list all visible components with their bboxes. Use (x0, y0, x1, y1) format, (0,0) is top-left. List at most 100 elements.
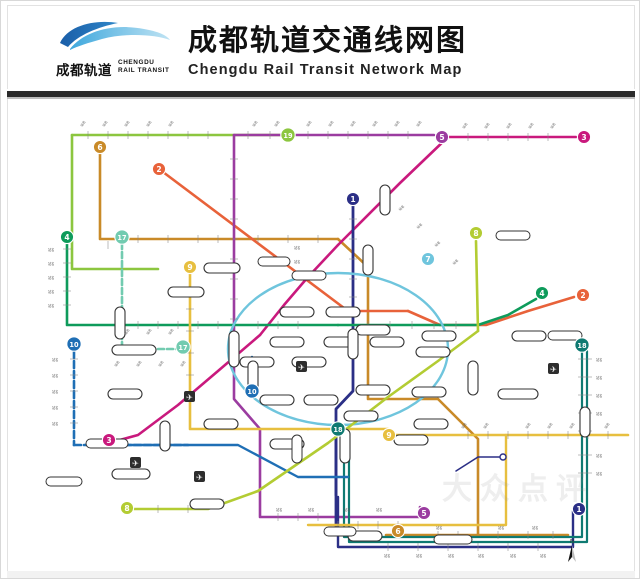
svg-text:站名: 站名 (527, 121, 535, 129)
svg-text:✈: ✈ (196, 473, 203, 482)
svg-text:站名: 站名 (113, 359, 121, 367)
svg-text:站名: 站名 (596, 411, 602, 416)
line-badge-8[interactable] (119, 500, 135, 516)
line-badge-label-19: 19 (283, 132, 293, 140)
page-header: 成都轨道 CHENGDU RAIL TRANSIT 成都轨道交通线网图 Chen… (7, 5, 635, 89)
svg-text:✈: ✈ (186, 393, 193, 402)
svg-text:站名: 站名 (384, 553, 390, 558)
line-badge-17[interactable] (175, 339, 191, 355)
line-badge-label-1: 1 (350, 195, 355, 204)
logo-swoosh-icon (60, 21, 170, 50)
svg-text:站名: 站名 (52, 373, 58, 378)
line-badge-1[interactable] (571, 501, 587, 517)
line-badge-label-8: 8 (473, 229, 478, 238)
line-badge-17[interactable] (114, 229, 130, 245)
logo-en-line1: CHENGDU (118, 58, 155, 66)
svg-text:站名: 站名 (505, 121, 513, 129)
svg-text:站名: 站名 (549, 121, 557, 129)
line-badge-label-9: 9 (386, 431, 391, 440)
svg-text:站名: 站名 (251, 119, 259, 127)
line-badge-6[interactable] (92, 139, 108, 155)
line-badge-5[interactable] (434, 129, 450, 145)
svg-text:站名: 站名 (532, 525, 538, 530)
svg-text:站名: 站名 (123, 327, 131, 335)
page-title-en: Chengdu Rail Transit Network Map (188, 62, 463, 78)
chengdu-metro-logo: 成都轨道 CHENGDU RAIL TRANSIT (56, 17, 172, 79)
svg-text:站名: 站名 (416, 553, 422, 558)
svg-text:站名: 站名 (415, 222, 423, 230)
logo-en-text: CHENGDU RAIL TRANSIT (118, 59, 169, 75)
svg-text:站名: 站名 (305, 119, 313, 127)
svg-text:站名: 站名 (510, 553, 516, 558)
svg-text:站名: 站名 (596, 471, 602, 476)
line-badge-3[interactable] (101, 432, 117, 448)
svg-text:站名: 站名 (145, 327, 153, 335)
line-badge-label-3: 3 (581, 133, 586, 142)
logo-cn-text: 成都轨道 (56, 62, 112, 79)
svg-text:站名: 站名 (276, 507, 282, 512)
line-badge-label-9: 9 (187, 263, 192, 272)
svg-text:站名: 站名 (48, 247, 54, 252)
svg-text:站名: 站名 (327, 119, 335, 127)
line-badge-6[interactable] (390, 523, 406, 539)
svg-text:站名: 站名 (568, 421, 576, 429)
line-badge-2[interactable] (151, 161, 167, 177)
line-badge-label-6: 6 (395, 527, 400, 536)
line-badge-3[interactable] (576, 129, 592, 145)
svg-text:✈: ✈ (550, 365, 557, 374)
svg-text:站名: 站名 (135, 359, 143, 367)
svg-text:站名: 站名 (371, 119, 379, 127)
line-badge-4[interactable] (59, 229, 75, 245)
line-badge-8[interactable] (468, 225, 484, 241)
line-badge-9[interactable] (182, 259, 198, 275)
bottom-bar (7, 571, 635, 578)
line-badge-label-18: 18 (333, 426, 343, 434)
svg-text:站名: 站名 (349, 119, 357, 127)
line-badge-18[interactable] (574, 337, 590, 353)
svg-text:站名: 站名 (48, 303, 54, 308)
line-badge-label-3: 3 (106, 436, 111, 445)
line-badge-label-7: 7 (425, 255, 430, 264)
svg-text:站名: 站名 (52, 405, 58, 410)
svg-text:✈: ✈ (298, 363, 305, 372)
svg-text:站名: 站名 (52, 389, 58, 394)
svg-text:站名: 站名 (460, 421, 468, 429)
svg-text:站名: 站名 (483, 121, 491, 129)
svg-text:站名: 站名 (376, 507, 382, 512)
svg-text:站名: 站名 (79, 119, 87, 127)
line-badge-label-1: 1 (576, 505, 581, 514)
svg-text:站名: 站名 (273, 119, 281, 127)
svg-text:站名: 站名 (393, 119, 401, 127)
svg-text:站名: 站名 (123, 119, 131, 127)
line-badge-4[interactable] (534, 285, 550, 301)
svg-text:站名: 站名 (294, 259, 300, 264)
line-badge-10[interactable] (244, 383, 260, 399)
svg-text:站名: 站名 (433, 240, 441, 248)
svg-text:站名: 站名 (603, 421, 611, 429)
line-badge-2[interactable] (575, 287, 591, 303)
svg-text:站名: 站名 (101, 119, 109, 127)
line-badge-1[interactable] (345, 191, 361, 207)
line-badge-19[interactable] (280, 127, 296, 143)
line-badge-18[interactable] (330, 421, 346, 437)
line-badge-7[interactable] (420, 251, 436, 267)
svg-text:站名: 站名 (397, 204, 405, 212)
svg-text:站名: 站名 (478, 553, 484, 558)
svg-text:站名: 站名 (48, 289, 54, 294)
map-svg[interactable]: ✈ ✈ ✈ ✈ ✈ 站名 站名 站名 站名 站名 站名 站名 站名 站名 (8, 99, 635, 573)
rail-network-map[interactable]: ✈ ✈ ✈ ✈ ✈ 站名 站名 站名 站名 站名 站名 站名 站名 站名 (7, 99, 635, 573)
svg-text:站名: 站名 (596, 357, 602, 362)
line-badge-10[interactable] (66, 336, 82, 352)
line-badge-label-4: 4 (64, 233, 69, 242)
svg-text:站名: 站名 (52, 357, 58, 362)
svg-text:站名: 站名 (308, 507, 314, 512)
title-block: 成都轨道交通线网图 Chengdu Rail Transit Network M… (188, 17, 467, 78)
line-badge-5[interactable] (416, 505, 432, 521)
line-badge-9[interactable] (381, 427, 397, 443)
svg-text:站名: 站名 (294, 245, 300, 250)
svg-text:✈: ✈ (132, 459, 139, 468)
svg-text:站名: 站名 (167, 119, 175, 127)
svg-text:站名: 站名 (157, 359, 165, 367)
line-badge-label-8: 8 (124, 504, 129, 513)
svg-text:站名: 站名 (540, 553, 546, 558)
